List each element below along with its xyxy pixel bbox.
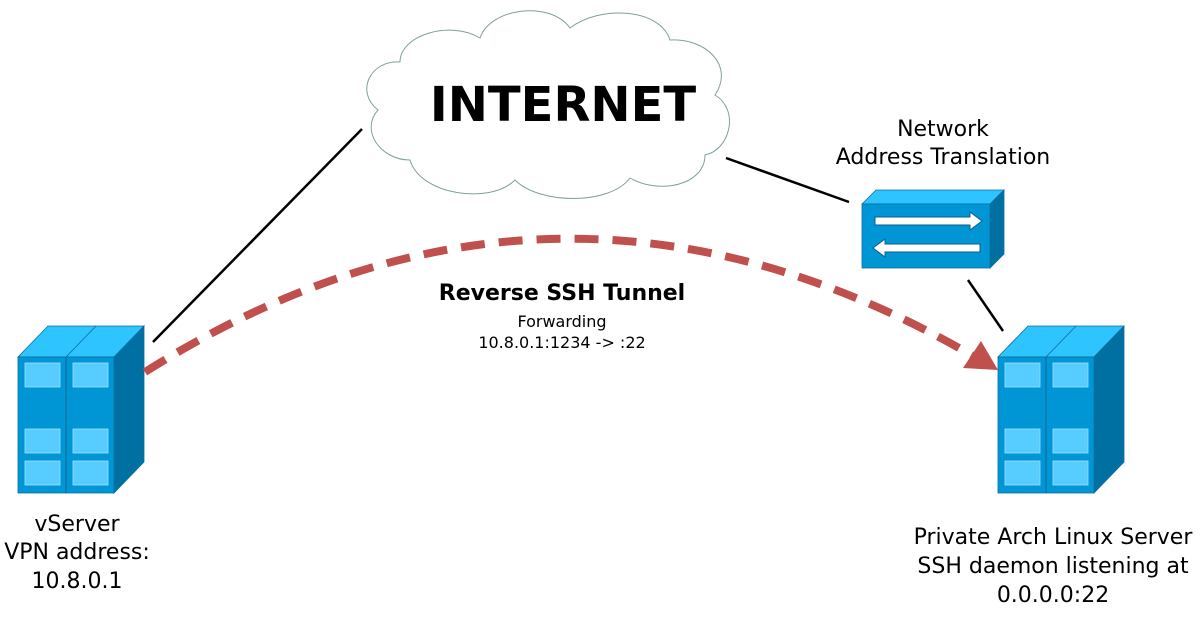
tunnel-arrowhead-icon bbox=[963, 341, 998, 370]
vserver-label-line1: vServer bbox=[34, 512, 120, 537]
vserver-device bbox=[17, 325, 145, 494]
network-links bbox=[152, 128, 1005, 343]
link-vserver-internet bbox=[152, 128, 363, 343]
nat-router-icon bbox=[861, 189, 1005, 269]
tunnel-title: Reverse SSH Tunnel bbox=[439, 281, 685, 306]
tunnel-subtitle-line1: Forwarding bbox=[517, 312, 606, 331]
private-server-label-line2: SSH daemon listening at bbox=[917, 554, 1189, 579]
nat-label-line1: Network bbox=[897, 117, 989, 142]
vserver-label-line3: 10.8.0.1 bbox=[32, 569, 123, 594]
internet-label: INTERNET bbox=[430, 77, 696, 133]
server-icon bbox=[997, 325, 1125, 494]
internet-cloud: INTERNET bbox=[366, 10, 730, 199]
server-icon bbox=[17, 325, 145, 494]
tunnel-subtitle-line2: 10.8.0.1:1234 -> :22 bbox=[478, 333, 645, 352]
nat-device: Network Address Translation bbox=[836, 117, 1050, 269]
tunnel-dashed-arc bbox=[142, 234, 988, 376]
private-server-device bbox=[997, 325, 1125, 494]
nat-label-line2: Address Translation bbox=[836, 145, 1050, 170]
link-nat-private-server bbox=[966, 279, 1005, 332]
reverse-ssh-tunnel: Reverse SSH Tunnel Forwarding 10.8.0.1:1… bbox=[142, 234, 998, 376]
cloud-icon bbox=[366, 10, 730, 199]
vserver-label-line2: VPN address: bbox=[4, 540, 150, 565]
private-server-label-line3: 0.0.0.0:22 bbox=[997, 583, 1109, 608]
private-server-label-line1: Private Arch Linux Server bbox=[914, 525, 1194, 550]
link-internet-nat bbox=[725, 156, 850, 204]
